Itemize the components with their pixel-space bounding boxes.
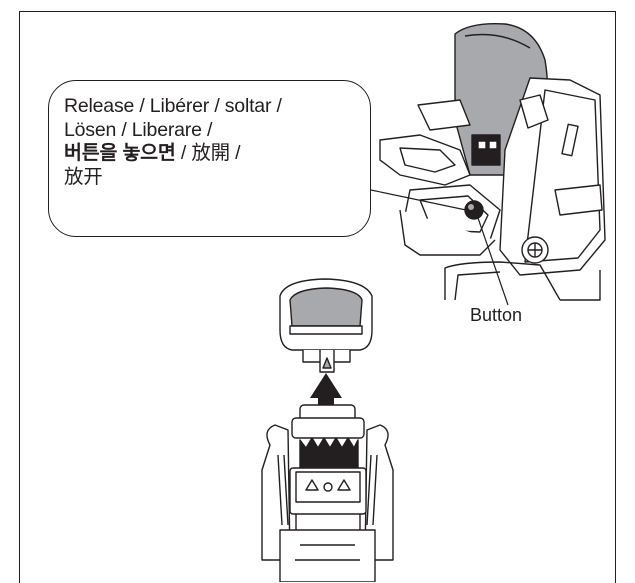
callout-line-2: Lösen / Liberare /: [64, 118, 213, 141]
callout-leader: [370, 189, 467, 211]
callout-line-4: 放开: [64, 165, 103, 188]
callout-line-3: 버튼을 놓으면 / 放開 /: [64, 142, 360, 166]
device-bottom: [261, 404, 394, 582]
callout-korean: 버튼을 놓으면: [64, 142, 176, 164]
callout-line-3-rest: / 放開 /: [175, 142, 241, 164]
removed-cap: [279, 278, 373, 373]
figure-frame: [19, 11, 616, 583]
callout-line-1: Release / Libérer / soltar /: [64, 95, 282, 117]
release-button: [464, 200, 484, 220]
button-label-leader: [477, 217, 509, 306]
blade-teeth: [299, 437, 359, 471]
callout-text: Release / Libérer / soltar / Lösen / Lib…: [64, 95, 360, 189]
device-top: [379, 23, 606, 301]
release-callout: Release / Libérer / soltar / Lösen / Lib…: [48, 80, 371, 237]
button-label: Button: [470, 305, 523, 325]
